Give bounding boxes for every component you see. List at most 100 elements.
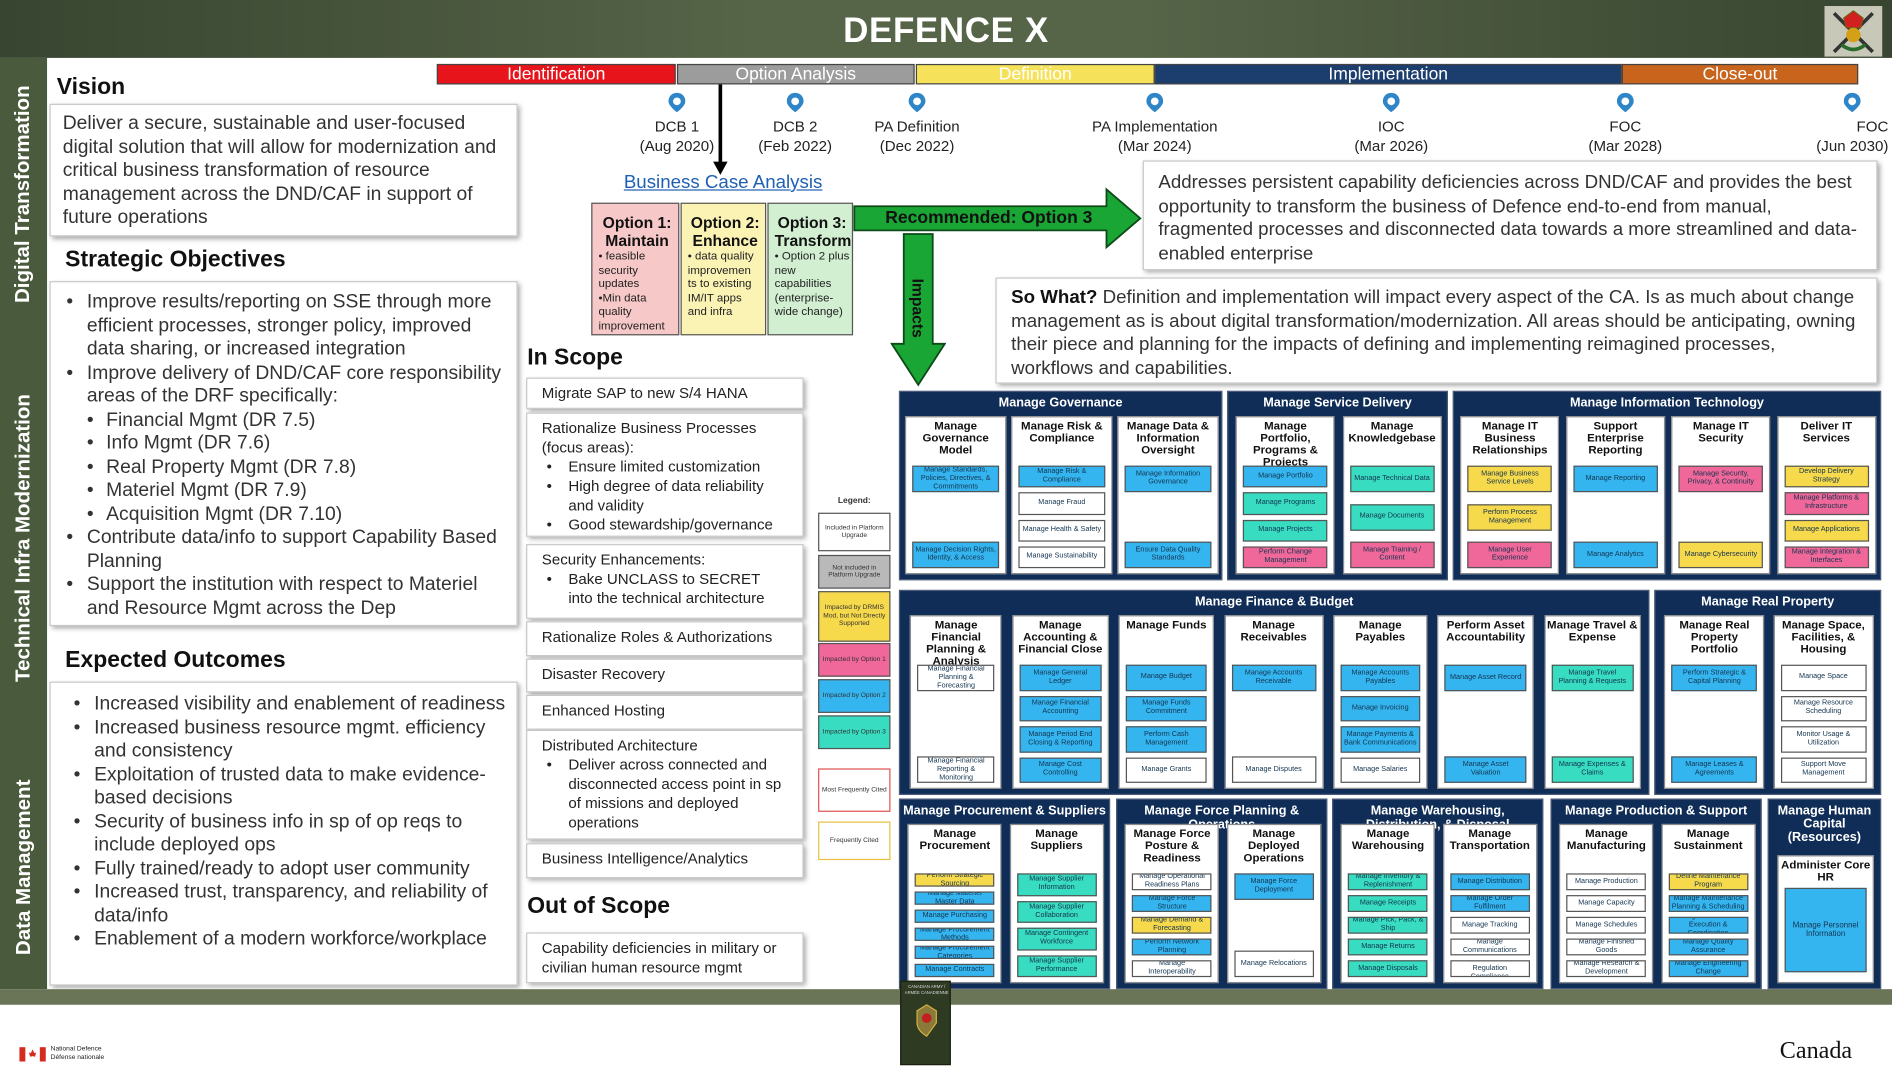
objective-item: Improve delivery of DND/CAF core respons… bbox=[60, 361, 506, 408]
vision-box: Deliver a secure, sustainable and user-f… bbox=[49, 103, 518, 237]
legend-item: Frequently Cited bbox=[818, 821, 891, 861]
army-badge-icon bbox=[916, 1004, 937, 1038]
in-scope-point: Deliver across connected and disconnecte… bbox=[542, 755, 788, 832]
capability-tile: Manage Applications bbox=[1784, 519, 1869, 542]
capability-tile: Manage Supplier Collaboration bbox=[1016, 900, 1097, 923]
milestone-label: DCB 1(Aug 2020) bbox=[605, 117, 750, 156]
capability-tile: Manage Maintenance Planning & Scheduling bbox=[1668, 895, 1748, 912]
capability-tile: Ensure Data Quality Standards bbox=[1124, 541, 1212, 569]
capability-column-title: Manage Governance Model bbox=[922, 419, 989, 458]
in-scope-item-title: Rationalize Business Processes (focus ar… bbox=[541, 419, 757, 456]
capability-tile: Manage Budget bbox=[1125, 664, 1207, 691]
capability-tile: Manage Contracts bbox=[915, 963, 995, 978]
recommended-label: Recommended: Option 3 bbox=[885, 208, 1093, 228]
capability-tile: Manage Reporting bbox=[1573, 465, 1658, 493]
capability-tile: Manage Purchasing bbox=[915, 909, 995, 923]
option-point: • data quality improvemen ts to existing… bbox=[687, 249, 754, 319]
option-title: Option 1: Maintain bbox=[602, 213, 672, 250]
in-scope-point: Ensure limited customization bbox=[542, 457, 788, 476]
capability-column-title: Manage Manufacturing bbox=[1566, 827, 1646, 853]
objective-item: Real Property Mgmt (DR 7.8) bbox=[60, 455, 506, 479]
capability-column-title: Manage Transportation bbox=[1449, 827, 1530, 853]
side-nav: Digital Transformation Technical Infra M… bbox=[0, 57, 48, 990]
capability-tile: Manage Cybersecurity bbox=[1678, 541, 1764, 569]
in-scope-item-title: Distributed Architecture bbox=[541, 737, 698, 754]
capability-tile: Manage Research & Development bbox=[1566, 960, 1647, 978]
phase-3: Implementation bbox=[1154, 63, 1622, 85]
milestone-pin-icon bbox=[1382, 92, 1400, 113]
capability-column-title: Manage IT Business Relationships bbox=[1472, 419, 1548, 458]
addresses-box: Addresses persistent capability deficien… bbox=[1142, 160, 1878, 271]
army-badge-text: CANADIAN ARMY / ARMÉE CANADIENNE bbox=[904, 984, 949, 995]
outcome-item: Enablement of a modern workforce/workpla… bbox=[68, 928, 507, 952]
objectives-box: Improve results/reporting on SSE through… bbox=[49, 281, 518, 627]
capability-tile: Manage Travel Planning & Requests bbox=[1551, 664, 1634, 692]
capability-tile: Manage Communications bbox=[1449, 938, 1530, 956]
capability-tile: Manage Force Structure bbox=[1132, 895, 1212, 912]
in-scope-item-title: Disaster Recovery bbox=[541, 665, 666, 683]
capability-tile: Manage Funds Commitment bbox=[1125, 695, 1207, 722]
capability-column-title: Manage Space, Facilities, & Housing bbox=[1781, 618, 1865, 657]
milestone-label: FOC(Mar 2028) bbox=[1553, 117, 1698, 156]
capability-tile: Manage Grants bbox=[1125, 756, 1207, 783]
phase-2: Definition bbox=[915, 63, 1155, 85]
sidebar-label-data: Data Management bbox=[11, 779, 35, 956]
capability-column-title: Manage Accounting & Financial Close bbox=[1018, 618, 1103, 657]
capability-tile: Manage Resource Scheduling bbox=[1780, 695, 1867, 722]
option-point: • feasible security updates bbox=[598, 249, 646, 291]
milestone-label: PA Implementation(Mar 2024) bbox=[1082, 117, 1227, 156]
capability-column-title: Manage Travel & Expense bbox=[1547, 618, 1638, 645]
down-arrow-icon bbox=[713, 84, 728, 175]
capability-tile: Manage Schedules bbox=[1566, 916, 1647, 934]
legend-item: Impacted by DRMIS Mod, but Not Directly … bbox=[818, 591, 891, 642]
capability-tile: Manage Asset Record bbox=[1444, 664, 1527, 692]
capability-tile: Manage Portfolio bbox=[1243, 465, 1328, 488]
capability-column-title: Manage Financial Planning & Analysis bbox=[926, 618, 987, 669]
capability-tile: Manage Analytics bbox=[1573, 541, 1658, 569]
capability-tile: Manage Supplier Performance bbox=[1016, 954, 1097, 978]
milestone-pin-icon bbox=[786, 92, 804, 113]
in-scope-heading: In Scope bbox=[527, 345, 623, 371]
outcomes-heading: Expected Outcomes bbox=[65, 647, 286, 674]
legend-item: Most Frequently Cited bbox=[818, 768, 891, 812]
capability-group-title: Manage Real Property bbox=[1701, 594, 1835, 610]
capability-tile: Manage Space bbox=[1780, 664, 1867, 691]
sowhat-label: So What? bbox=[1011, 287, 1098, 308]
capability-column-title: Manage Suppliers bbox=[1030, 827, 1083, 853]
legend-item: Not included in Platform Upgrade bbox=[818, 554, 891, 589]
canada-flag-icon bbox=[19, 1047, 46, 1062]
capability-group-title: Manage Finance & Budget bbox=[1194, 594, 1354, 610]
capability-tile: Manage Supplier Information bbox=[1016, 873, 1097, 896]
in-scope-item: Rationalize Business Processes (focus ar… bbox=[526, 412, 804, 537]
milestone-date: (Mar 2024) bbox=[1117, 137, 1192, 155]
capability-tile: Manage Standards, Policies, Directives, … bbox=[912, 465, 1000, 493]
in-scope-item-title: Migrate SAP to new S/4 HANA bbox=[541, 384, 748, 402]
phase-4: Close-out bbox=[1621, 63, 1859, 85]
milestone-label: FOC(Jun 2030) bbox=[1810, 117, 1888, 156]
capability-tile: Manage Cost Controlling bbox=[1019, 756, 1102, 783]
capability-tile: Manage Invoicing bbox=[1340, 695, 1421, 722]
capability-group: Manage Warehousing, Distribution, & Disp… bbox=[1332, 798, 1544, 990]
capability-tile: Manage Capacity bbox=[1566, 895, 1647, 912]
business-case-link[interactable]: Business Case Analysis bbox=[623, 172, 823, 194]
capability-tile: Manage Disposals bbox=[1348, 960, 1428, 978]
milestone-date: (Feb 2022) bbox=[758, 137, 833, 155]
capability-column-title: Manage Deployed Operations bbox=[1243, 827, 1305, 865]
in-scope-point: Bake UNCLASS to SECRET into the technica… bbox=[542, 569, 788, 608]
milestone-pin-icon bbox=[1843, 92, 1861, 113]
capability-tile: Manage Leases & Agreements bbox=[1671, 756, 1758, 783]
capability-column-title: Administer Core HR bbox=[1781, 858, 1871, 885]
milestone-label: DCB 2(Feb 2022) bbox=[723, 117, 868, 156]
